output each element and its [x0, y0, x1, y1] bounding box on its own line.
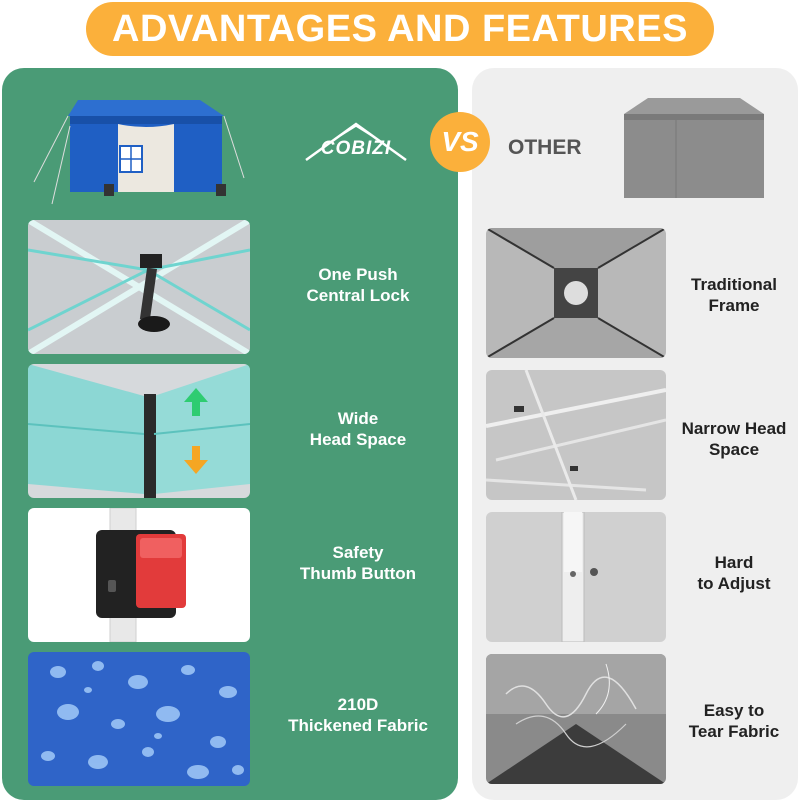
fabric-image: [28, 652, 250, 786]
hard-adjust-image: [486, 512, 666, 642]
arrow-down-icon: [184, 446, 208, 474]
feature-label-fabric: 210D Thickened Fabric: [288, 695, 428, 735]
central-lock-image: [28, 220, 250, 354]
thumb-button-image: [28, 508, 250, 642]
cobizi-logo: COBIZI: [300, 118, 412, 168]
brand-name: COBIZI: [320, 138, 392, 159]
arrow-up-icon: [184, 388, 208, 416]
feature-label-central-lock: One Push Central Lock: [306, 265, 410, 305]
vs-badge: VS: [430, 112, 490, 172]
other-label-frame: Traditional Frame: [691, 275, 777, 315]
wide-head-space-image: [28, 364, 250, 498]
narrow-head-space-image: [486, 370, 666, 500]
page-title: ADVANTAGES AND FEATURES: [86, 2, 714, 56]
feature-label-head-space: Wide Head Space: [309, 409, 407, 449]
other-title: OTHER: [508, 136, 582, 159]
other-label-head-space: Narrow Head Space: [681, 419, 787, 459]
tear-fabric-image: [486, 654, 666, 784]
cobizi-tent-image: [28, 86, 250, 212]
other-label-fabric: Easy to Tear Fabric: [688, 701, 780, 741]
feature-label-thumb-button: Safety Thumb Button: [299, 543, 417, 583]
other-tent-image: [620, 94, 768, 204]
traditional-frame-image: [486, 228, 666, 358]
other-label-adjust: Hard to Adjust: [697, 553, 771, 593]
